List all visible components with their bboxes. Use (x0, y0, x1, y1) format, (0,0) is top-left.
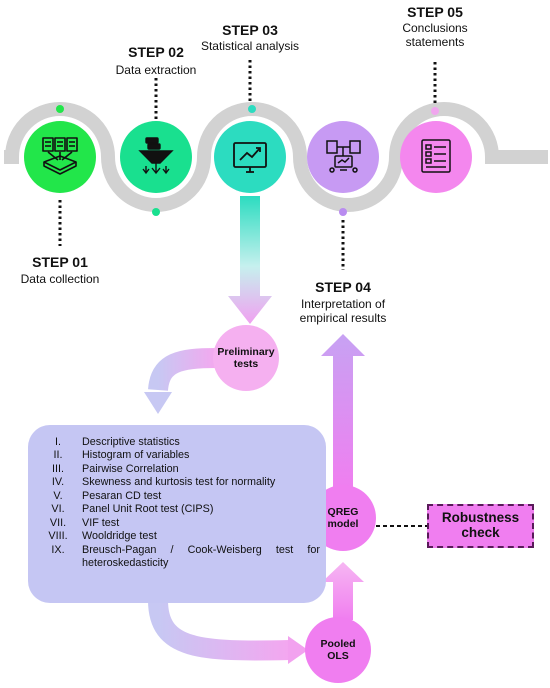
step-title: STEP 04 (315, 279, 371, 295)
item-text: Descriptive statistics (82, 436, 180, 448)
list-item: II. Histogram of variables (34, 449, 320, 462)
list-item: I. Descriptive statistics (34, 436, 320, 449)
track-dot (248, 105, 256, 113)
item-text: Pesaran CD test (82, 489, 162, 502)
flow-arrow-curve-bottom (148, 599, 291, 661)
flow-arrow-curve-left (148, 348, 217, 392)
track-dot (431, 107, 439, 115)
qreg-model-label: QREG model (327, 505, 359, 530)
step-circle-04 (307, 121, 379, 193)
pooled-ols-circle (305, 617, 371, 683)
item-number: VIII. (48, 530, 68, 543)
network-diagram-icon (326, 140, 361, 173)
list-item: V. Pesaran CD test (34, 490, 320, 503)
item-text: Panel Unit Root test (CIPS) (82, 503, 214, 516)
pooled-ols-label: Pooled OLS (320, 637, 356, 662)
item-number: II. (53, 449, 63, 462)
step-circle-05 (400, 121, 472, 193)
item-text: Breusch-Pagan / Cook-Weisberg test for h… (82, 543, 320, 569)
item-text: Pairwise Correlation (82, 462, 179, 475)
step-subtitle: Conclusions statements (402, 21, 468, 49)
tests-box (28, 425, 326, 603)
item-number: IX. (51, 543, 65, 556)
item-number: III. (52, 462, 64, 475)
item-number: V. (53, 489, 63, 502)
step-label-05: STEP 05 Conclusions statements (385, 4, 485, 50)
list-item: VI. Panel Unit Root test (CIPS) (34, 503, 320, 516)
item-text: Wooldridge test (82, 530, 157, 543)
preliminary-tests-label: Preliminary tests (217, 345, 275, 370)
flow-arrow-up-pooled-qreg (322, 562, 364, 620)
item-number: VII. (49, 516, 67, 529)
tests-list: I. Descriptive statistics II. Histogram of… (34, 436, 320, 570)
list-document-icon (421, 139, 451, 173)
data-collection-icon (42, 137, 78, 175)
flow-arrow-up-qreg-step04 (321, 334, 365, 490)
step-subtitle: Data collection (20, 272, 100, 287)
step-label-03: STEP 03 Statistical analysis (195, 22, 305, 54)
step-title: STEP 03 (222, 22, 278, 38)
list-item: VII. VIF test (34, 517, 320, 530)
list-item: IX. Breusch-Pagan / Cook-Weisberg test fo… (34, 544, 320, 570)
step-title: STEP 01 (32, 254, 88, 270)
list-item: VIII. Wooldridge test (34, 530, 320, 543)
flow-arrow-curve-left-head (144, 392, 172, 414)
item-text: Histogram of variables (82, 449, 190, 462)
step-label-01: STEP 01 Data collection (10, 254, 110, 287)
chart-monitor-icon (233, 142, 267, 173)
step-title: STEP 05 (407, 4, 463, 20)
track-dot (152, 208, 160, 216)
robustness-check-box: Robustness check (427, 504, 534, 548)
preliminary-tests-circle (213, 325, 279, 391)
step-label-04: STEP 04 Interpretation of empirical resu… (290, 279, 396, 326)
step-title: STEP 02 (128, 44, 184, 60)
flow-arrow-curve-bottom-head (288, 636, 308, 664)
item-text: Skewness and kurtosis test for normality (82, 476, 276, 489)
list-item: IV. Skewness and kurtosis test for normal… (34, 476, 320, 489)
step-subtitle: Data extraction (115, 63, 197, 78)
item-number: VI. (51, 503, 65, 516)
item-number: I. (55, 436, 61, 448)
list-item: III. Pairwise Correlation (34, 463, 320, 476)
data-extraction-funnel-icon (138, 137, 174, 175)
item-text: VIF test (82, 516, 120, 529)
step-subtitle: Statistical analysis (200, 39, 300, 54)
step-subtitle: Interpretation of empirical results (299, 297, 387, 325)
item-number: IV. (51, 476, 65, 489)
flow-arrow-down (228, 196, 272, 324)
step-circle-03 (214, 121, 286, 193)
track-dot (56, 105, 64, 113)
step-label-02: STEP 02 Data extraction (105, 44, 207, 78)
qreg-model-circle (310, 485, 376, 551)
track-dot (339, 208, 347, 216)
